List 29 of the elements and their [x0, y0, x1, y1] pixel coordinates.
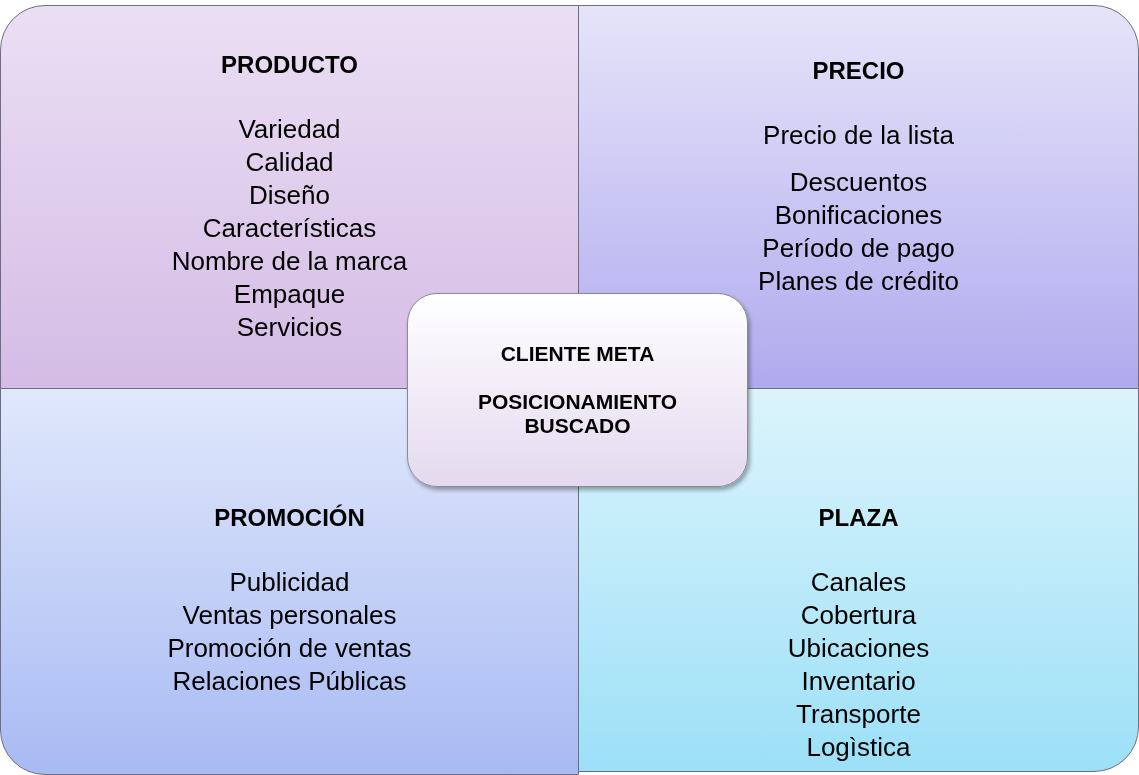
list-item: Empaque [233, 278, 346, 311]
list-item: Logìstica [806, 731, 911, 764]
list-item: Servicios [236, 311, 343, 344]
quadrant-heading: PRECIO [812, 56, 905, 86]
list-item: Planes de crédito [758, 265, 959, 298]
list-item: Promoción de ventas [167, 632, 412, 665]
list-item: Transporte [796, 698, 921, 731]
list-item: Canales [810, 566, 907, 599]
quadrant-heading: PRODUCTO [221, 50, 358, 80]
list-item: Cobertura [800, 599, 917, 632]
list-item: Ubicaciones [787, 632, 930, 665]
list-item: Variedad [238, 113, 341, 146]
list-item: Inventario [801, 665, 916, 698]
list-item: Ventas personales [182, 599, 397, 632]
quadrant-heading: PROMOCIÓN [214, 503, 365, 533]
list-item: Características [202, 212, 377, 245]
center-text: POSICIONAMIENTO BUSCADO [477, 390, 678, 438]
list-item: Nombre de la marca [171, 245, 408, 278]
list-item: Relaciones Públicas [172, 665, 407, 698]
list-item: Precio de la lista [763, 119, 954, 152]
list-item: Descuentos [789, 166, 928, 199]
center-box [407, 293, 748, 487]
list-item: Bonificaciones [774, 199, 943, 232]
quadrant-heading: PLAZA [818, 503, 899, 533]
list-item: Calidad [245, 146, 334, 179]
list-item: Período de pago [762, 232, 955, 265]
list-item: Diseño [249, 179, 330, 212]
list-item: Publicidad [229, 566, 350, 599]
center-text: CLIENTE META [499, 342, 656, 366]
